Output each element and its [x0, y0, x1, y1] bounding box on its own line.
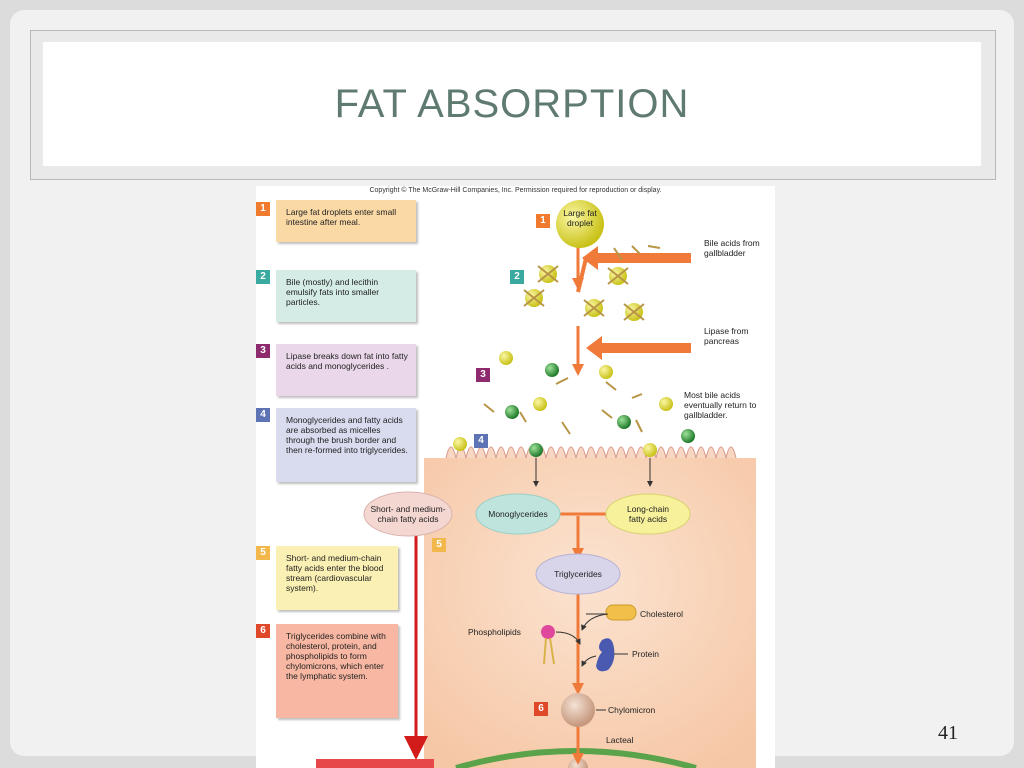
step-3-badge: 3	[256, 344, 270, 358]
step-6-box: Triglycerides combine with cholesterol, …	[276, 624, 398, 718]
step-1-box: Large fat droplets enter small intestine…	[276, 200, 416, 242]
brush-border	[445, 446, 737, 459]
step-2-box: Bile (mostly) and lecithin emulsify fats…	[276, 270, 416, 322]
cholesterol-label: Cholesterol	[640, 609, 683, 619]
triglycerides-label: Triglycerides	[554, 569, 602, 579]
phospholipid-head	[541, 625, 555, 639]
long-chain-label: Long-chain fatty acids	[626, 504, 670, 524]
step-2-badge: 2	[256, 270, 270, 284]
triglycerides-oval	[535, 553, 621, 595]
slide-title: FAT ABSORPTION	[334, 81, 690, 126]
diagram-step-5-badge: 5	[432, 538, 446, 552]
lipase-label: Lipase from pancreas	[704, 326, 749, 346]
phospholipids-label: Phospholipids	[468, 627, 521, 637]
diagram-step-6-badge: 6	[534, 702, 548, 716]
enterocyte-tissue	[424, 458, 756, 768]
step-3-box: Lipase breaks down fat into fatty acids …	[276, 344, 416, 396]
short-medium-oval	[363, 491, 453, 537]
fat-absorption-figure: Copyright © The McGraw-Hill Companies, I…	[256, 186, 775, 768]
monoglycerides-oval	[475, 493, 561, 535]
diagram-step-2-badge: 2	[510, 270, 524, 284]
diagram-step-1-badge: 1	[536, 214, 550, 228]
cholesterol-shape	[605, 604, 637, 621]
page-number: 41	[938, 722, 958, 744]
monoglycerides-label: Monoglycerides	[488, 509, 548, 519]
title-box: FAT ABSORPTION	[43, 42, 981, 166]
step-4-box: Monoglycerides and fatty acids are absor…	[276, 408, 416, 482]
step-5-badge: 5	[256, 546, 270, 560]
fatty-acids	[453, 351, 673, 457]
long-chain-oval	[605, 493, 691, 535]
step-5-box: Short- and medium-chain fatty acids ente…	[276, 546, 398, 610]
large-fat-droplet	[556, 200, 604, 248]
diagram-graphics	[316, 200, 756, 768]
bile-acids-label: Bile acids from gallbladder	[704, 238, 760, 258]
diagram-step-3-badge: 3	[476, 368, 490, 382]
monoglyceride-molecules	[505, 363, 695, 457]
protein-label: Protein	[632, 649, 659, 659]
short-medium-label: Short- and medium-chain fatty acids	[370, 504, 446, 524]
chylomicron-label: Chylomicron	[608, 705, 656, 715]
large-fat-droplet-label: Large fat droplet	[563, 208, 597, 228]
diagram-step-4-badge: 4	[474, 434, 488, 448]
lacteal-label: Lacteal	[606, 735, 634, 745]
step-6-badge: 6	[256, 624, 270, 638]
step-1-badge: 1	[256, 202, 270, 216]
chylomicron-shape	[561, 693, 595, 727]
title-frame: FAT ABSORPTION	[30, 30, 996, 180]
step-4-badge: 4	[256, 408, 270, 422]
protein-shape	[596, 638, 615, 672]
copyright-notice: Copyright © The McGraw-Hill Companies, I…	[369, 187, 662, 194]
bile-return-label: Most bile acids eventually return to gal…	[684, 390, 757, 420]
